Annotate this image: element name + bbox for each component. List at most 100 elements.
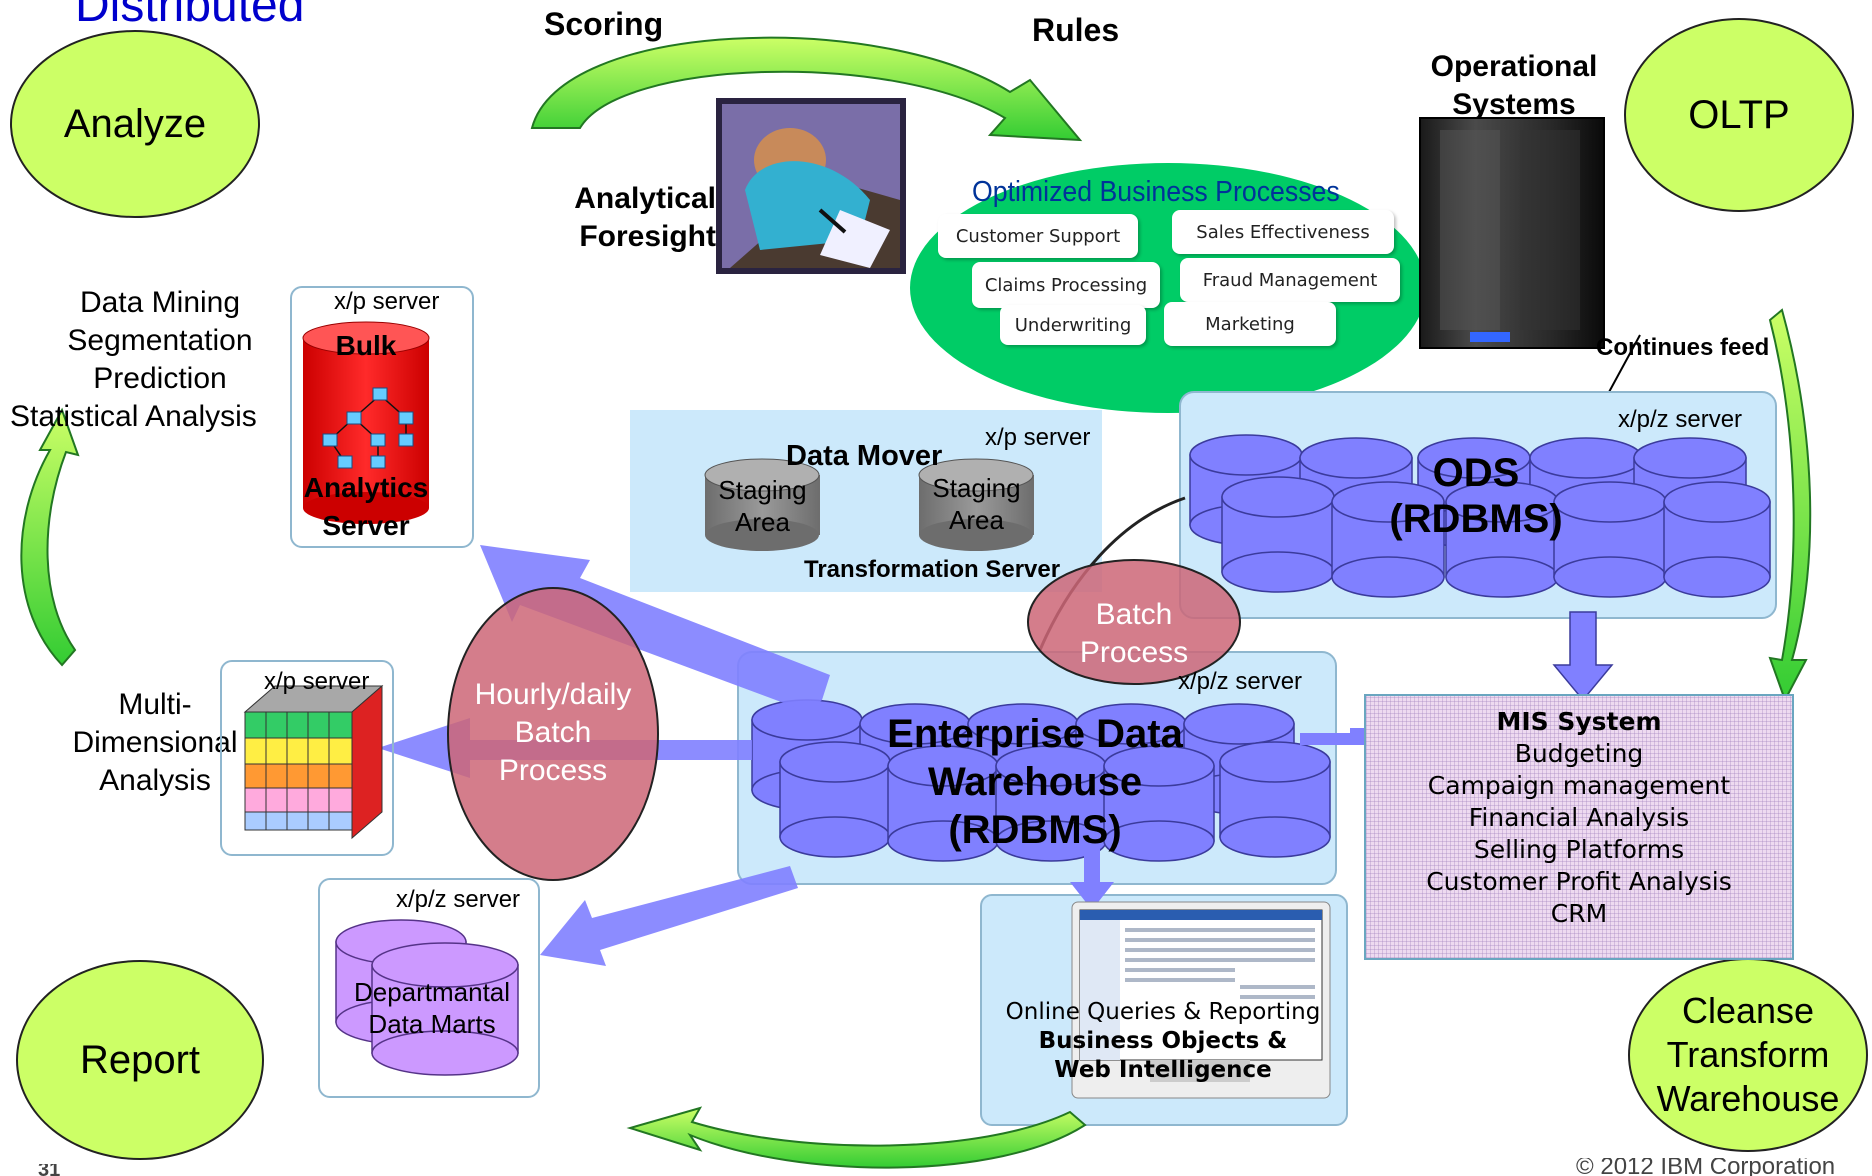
data-mover-server-type: x/p server: [985, 424, 1091, 451]
oltp-oval: OLTP: [1624, 18, 1854, 212]
mainframe-server-icon: [1419, 117, 1605, 349]
bulk-label: Bulk: [335, 330, 397, 361]
edw-to-online-arrow: [1070, 830, 1114, 910]
analytics-label: Analytics: [303, 472, 429, 503]
cleanse-label: Cleanse: [1681, 990, 1815, 1031]
online-queries-label: Online Queries & Reporting Business Obje…: [982, 998, 1344, 1085]
data-mover-title: Data Mover: [786, 440, 943, 472]
staging-cylinder-1: [704, 458, 820, 551]
mining-line-3: Prediction: [93, 362, 227, 395]
multidimensional-label: Multi- Dimensional Analysis: [50, 686, 260, 800]
hourly-batch-oval: [447, 587, 659, 881]
continues-feed-label: Continues feed: [1596, 334, 1770, 361]
multidim-line-3: Analysis: [99, 764, 211, 797]
staging-area-2-label: Staging Area: [919, 472, 1034, 536]
analyst-clipart-icon: [716, 98, 906, 274]
transform-label: Transform: [1666, 1034, 1830, 1075]
transformation-server-label: Transformation Server: [804, 556, 1061, 583]
data-marts-server-type: x/p/z server: [396, 886, 521, 913]
mining-line-2: Segmentation: [67, 324, 253, 357]
ods-title: ODS (RDBMS): [1336, 450, 1616, 542]
staging1-line-2: Area: [735, 507, 790, 537]
rules-label: Rules: [1032, 12, 1120, 48]
monitor-screenshot-icon: [1071, 901, 1331, 1099]
analyze-label: Analyze: [63, 101, 207, 146]
edw-cylinders: [751, 699, 1331, 862]
right-cycle-arrow: [1768, 308, 1812, 703]
operational-line-2: Systems: [1452, 88, 1576, 118]
chip-underwriting: Underwriting: [1000, 305, 1146, 345]
data-mining-list: Data Mining Segmentation Prediction Stat…: [10, 284, 310, 436]
analytics-server-type: x/p server: [334, 288, 440, 315]
online-line-1: Online Queries & Reporting: [1005, 999, 1321, 1025]
mis-item-campaign: Campaign management: [1427, 771, 1731, 800]
batch-process-label: Batch Process: [1028, 596, 1240, 672]
staging-cylinder-2: [918, 458, 1034, 551]
edw-title-line-1: Enterprise Data: [887, 712, 1183, 756]
marts-line-1: Departmantal: [353, 977, 511, 1007]
edw-to-marts-arrow: [540, 866, 798, 966]
multidim-server-type: x/p server: [264, 668, 370, 695]
edw-title: Enterprise Data Warehouse (RDBMS): [830, 710, 1240, 854]
edw-title-line-2: Warehouse: [927, 760, 1143, 804]
report-oval: Report: [16, 960, 264, 1160]
chip-fraud-management: Fraud Management: [1180, 258, 1400, 302]
operational-line-1: Operational: [1430, 50, 1598, 83]
mis-item-crm: CRM: [1550, 899, 1608, 928]
staging1-line-1: Staging: [718, 475, 807, 505]
mis-item-financial: Financial Analysis: [1468, 803, 1690, 832]
data-marts-box: [318, 878, 540, 1098]
mis-item-selling: Selling Platforms: [1473, 835, 1685, 864]
analytics-server-box: [290, 286, 474, 548]
staging2-line-1: Staging: [932, 473, 1021, 503]
staging2-line-2: Area: [949, 505, 1004, 535]
multidim-server-box: [220, 660, 394, 856]
bulk-analytics-cylinder: [302, 321, 430, 524]
data-marts-cylinders: [335, 919, 519, 1076]
warehouse-label: Warehouse: [1656, 1078, 1840, 1119]
hourly-line-1: Hourly/daily: [474, 678, 632, 711]
top-cycle-arrow: [530, 36, 1083, 142]
chip-claims-processing: Claims Processing: [972, 262, 1160, 308]
mis-title: MIS System: [1496, 707, 1662, 736]
multidim-line-2: Dimensional: [72, 726, 238, 759]
copyright: © 2012 IBM Corporation: [1576, 1158, 1836, 1176]
analyze-oval: Analyze: [10, 30, 260, 218]
multidim-line-1: Multi-: [118, 688, 192, 721]
optimized-processes-title: Optimized Business Processes: [972, 176, 1340, 208]
scoring-label: Scoring: [544, 6, 664, 42]
foresight-line-1: Analytical: [574, 182, 716, 215]
mis-item-customer-profit: Customer Profit Analysis: [1426, 867, 1732, 896]
online-line-3: Web Intelligence: [1054, 1057, 1272, 1083]
online-line-2: Business Objects &: [1038, 1028, 1288, 1054]
hourly-line-2: Batch: [514, 716, 592, 749]
batch-line-2: Process: [1079, 636, 1189, 669]
chip-customer-support: Customer Support: [938, 214, 1138, 258]
ods-title-line-2: (RDBMS): [1389, 497, 1563, 541]
mis-system-box: [1364, 694, 1794, 960]
chip-marketing: Marketing: [1164, 302, 1336, 346]
slide-title-fragment: Distributed: [75, 0, 305, 32]
data-marts-label: Departmantal Data Marts: [336, 976, 528, 1040]
analytical-foresight-label: Analytical Foresight: [554, 180, 716, 256]
mining-line-1: Data Mining: [79, 286, 241, 319]
mining-line-4: Statistical Analysis: [10, 400, 257, 433]
operational-systems-label: Operational Systems: [1404, 48, 1624, 118]
edw-title-line-3: (RDBMS): [948, 808, 1122, 852]
chip-sales-effectiveness: Sales Effectiveness: [1172, 210, 1394, 254]
batch-process-oval: [1027, 559, 1241, 685]
left-cycle-arrow: [20, 407, 80, 667]
ods-to-mis-arrow: [1552, 611, 1614, 702]
cleanse-oval: Cleanse Transform Warehouse: [1628, 958, 1868, 1152]
ods-cylinders: [1189, 434, 1771, 598]
oltp-label: OLTP: [1688, 92, 1790, 137]
server-label: Server: [322, 510, 410, 541]
marts-line-2: Data Marts: [368, 1009, 496, 1039]
page-number: 31: [38, 1164, 61, 1176]
staging-area-1-label: Staging Area: [705, 474, 820, 538]
ods-server-type: x/p/z server: [1618, 406, 1743, 433]
batch-line-1: Batch: [1095, 598, 1173, 631]
foresight-line-2: Foresight: [579, 220, 716, 253]
hourly-batch-label: Hourly/daily Batch Process: [448, 676, 658, 790]
